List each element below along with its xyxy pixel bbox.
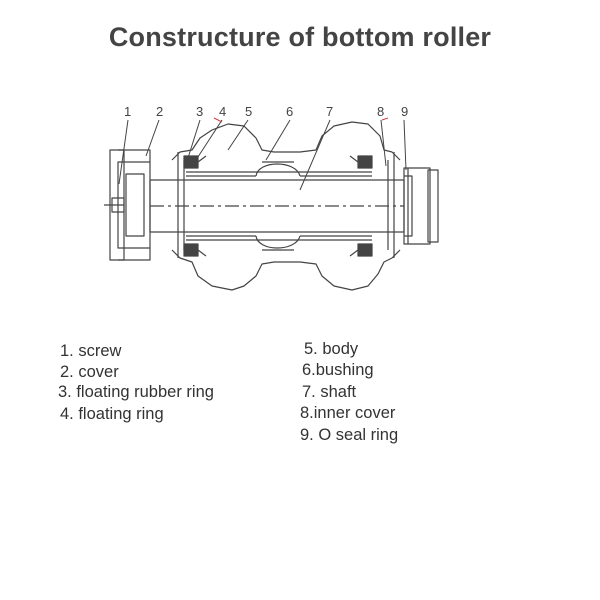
roller-body-top (171, 121, 401, 161)
legend-item-inner-cover: 8.inner cover (300, 404, 396, 422)
callout-6: 6 (286, 104, 293, 119)
floating-ring-right-bottom (357, 243, 373, 257)
floating-ring-left-top (183, 155, 199, 169)
legend-item-screw: 1. screw (60, 342, 122, 360)
bottom-roller-diagram: 1 2 3 4 5 6 7 8 9 (104, 104, 439, 291)
callout-3: 3 (196, 104, 203, 119)
legend-right: 5. body 6.bushing 7. shaft 8.inner cover… (300, 340, 480, 450)
floating-ring-right-top (357, 155, 373, 169)
legend-item-cover: 2. cover (60, 363, 119, 381)
callout-7: 7 (326, 104, 333, 119)
diagram-title: Constructure of bottom roller (108, 22, 492, 52)
legend-item-floating-rubber-ring: 3. floating rubber ring (58, 383, 214, 401)
roller-body-bottom (171, 249, 401, 291)
leader-lines (118, 119, 407, 191)
callout-9: 9 (401, 104, 408, 119)
callout-accent-4 (213, 117, 223, 123)
legend-item-shaft: 7. shaft (302, 383, 357, 401)
legend-item-body: 5. body (304, 340, 359, 358)
floating-ring-left-bottom (183, 243, 199, 257)
callout-8: 8 (377, 104, 384, 119)
callout-5: 5 (245, 104, 252, 119)
legend-item-bushing: 6.bushing (302, 361, 374, 379)
callout-4: 4 (219, 104, 226, 119)
legend-item-o-seal-ring: 9. O seal ring (300, 426, 399, 444)
legend-left: 1. screw 2. cover 3. floating rubber rin… (58, 342, 300, 432)
callout-2: 2 (156, 104, 163, 119)
legend-item-floating-ring: 4. floating ring (60, 405, 164, 423)
body-center (255, 163, 301, 249)
callout-1: 1 (124, 104, 131, 119)
callout-accent-8 (381, 117, 389, 121)
bushing (186, 175, 372, 237)
